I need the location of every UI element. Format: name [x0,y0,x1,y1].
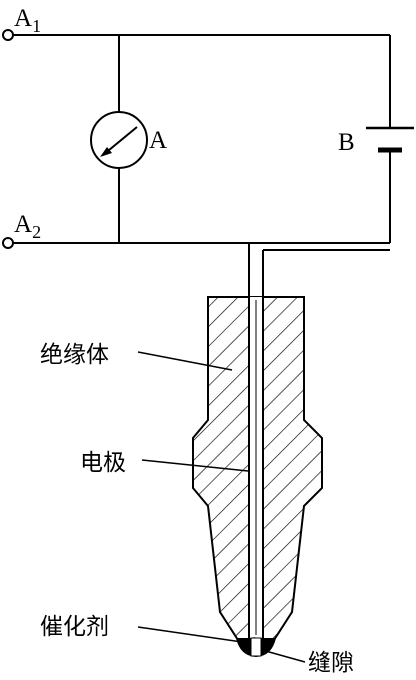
catalyst-label: 催化剂 [40,614,109,640]
terminal-a1-label: A1 [14,5,41,36]
ammeter-label: A [149,127,167,154]
battery-icon [366,126,414,153]
terminal-a2 [2,237,14,249]
gap-slot [250,637,262,657]
insulator-label: 绝缘体 [40,342,109,368]
circuit-wires [13,34,391,297]
electrode-label: 电极 [80,450,126,476]
terminal-a1 [2,29,14,41]
terminal-a2-label: A2 [14,211,41,242]
battery-label: B [338,129,355,156]
gap-label: 缝隙 [308,650,354,676]
ammeter-icon [90,111,148,169]
leader-lines [137,351,306,663]
